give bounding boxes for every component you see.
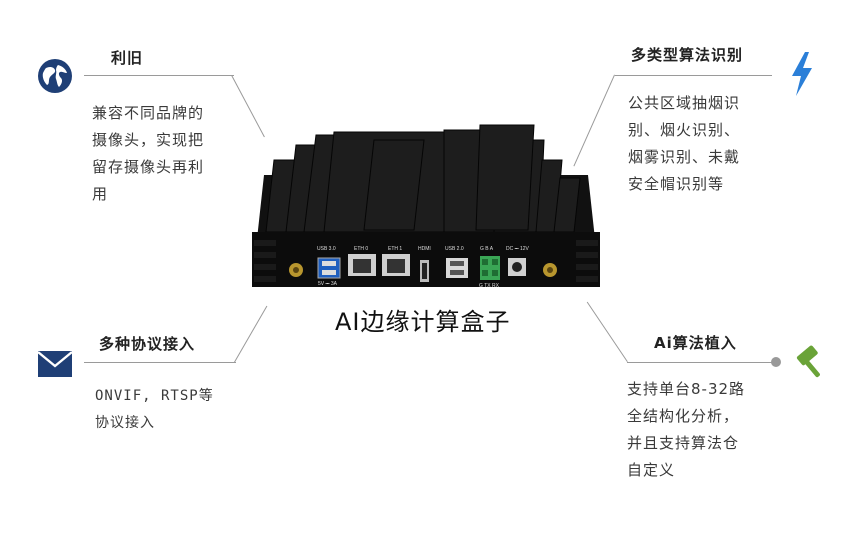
desc-line: 安全帽识别等 xyxy=(628,175,725,193)
desc-line: 协议接入 xyxy=(95,415,155,431)
feature-title-reuse: 利旧 xyxy=(111,49,144,67)
divider-algorithms xyxy=(615,75,772,76)
feature-desc-implant: 支持单台8-32路 全结构化分析， 并且支持算法仓 自定义 xyxy=(627,376,745,484)
port-label-hdmi: HDMI xyxy=(418,246,431,252)
port-label-eth0: ETH 0 xyxy=(354,246,368,252)
edge-box-device: USB 3.0 ETH 0 ETH 1 HDMI USB 2.0 G B A D… xyxy=(244,120,608,296)
divider-reuse xyxy=(84,75,234,76)
port-label-serial: G TX RX xyxy=(479,283,500,289)
desc-line: 烟雾识别、未戴 xyxy=(628,148,741,166)
desc-line: ONVIF, RTSP等 xyxy=(95,388,214,404)
port-label-usb2: USB 2.0 xyxy=(445,246,464,252)
port-label-eth1: ETH 1 xyxy=(388,246,402,252)
port-label-gba: G B A xyxy=(480,246,494,252)
feature-desc-protocol: ONVIF, RTSP等 协议接入 xyxy=(95,383,214,437)
connector-protocol xyxy=(234,305,268,363)
feature-desc-algorithms: 公共区域抽烟识 别、烟火识别、 烟雾识别、未戴 安全帽识别等 xyxy=(628,90,740,198)
product-caption: AI边缘计算盒子 xyxy=(335,308,511,336)
port-label-usb3: USB 3.0 xyxy=(317,246,336,252)
desc-line: 用 xyxy=(92,185,109,203)
envelope-icon xyxy=(37,350,73,378)
feature-desc-reuse: 兼容不同品牌的 摄像头，实现把 留存摄像头再利 用 xyxy=(92,100,204,208)
desc-line: 别、烟火识别、 xyxy=(628,121,741,139)
desc-line: 兼容不同品牌的 xyxy=(92,104,205,122)
desc-line: 摄像头，实现把 xyxy=(92,131,205,149)
divider-dot xyxy=(771,357,781,367)
desc-line: 支持单台8-32路 xyxy=(627,380,746,398)
desc-line: 全结构化分析， xyxy=(627,407,740,425)
divider-implant xyxy=(627,362,777,363)
connector-implant xyxy=(586,301,628,362)
port-label-dc: DC ⎓ 12V xyxy=(506,246,530,252)
port-label-power: 5V ⎓ 3A xyxy=(318,281,338,287)
desc-line: 公共区域抽烟识 xyxy=(628,94,741,112)
gavel-icon xyxy=(795,344,831,380)
feature-title-algorithms: 多类型算法识别 xyxy=(631,46,744,64)
desc-line: 自定义 xyxy=(627,461,676,479)
feature-title-protocol: 多种协议接入 xyxy=(99,335,196,353)
desc-line: 并且支持算法仓 xyxy=(627,434,740,452)
divider-protocol xyxy=(84,362,236,363)
lightning-icon xyxy=(790,52,814,96)
feature-title-implant: Ai算法植入 xyxy=(654,334,737,352)
desc-line: 留存摄像头再利 xyxy=(92,158,205,176)
globe-icon xyxy=(37,58,73,94)
